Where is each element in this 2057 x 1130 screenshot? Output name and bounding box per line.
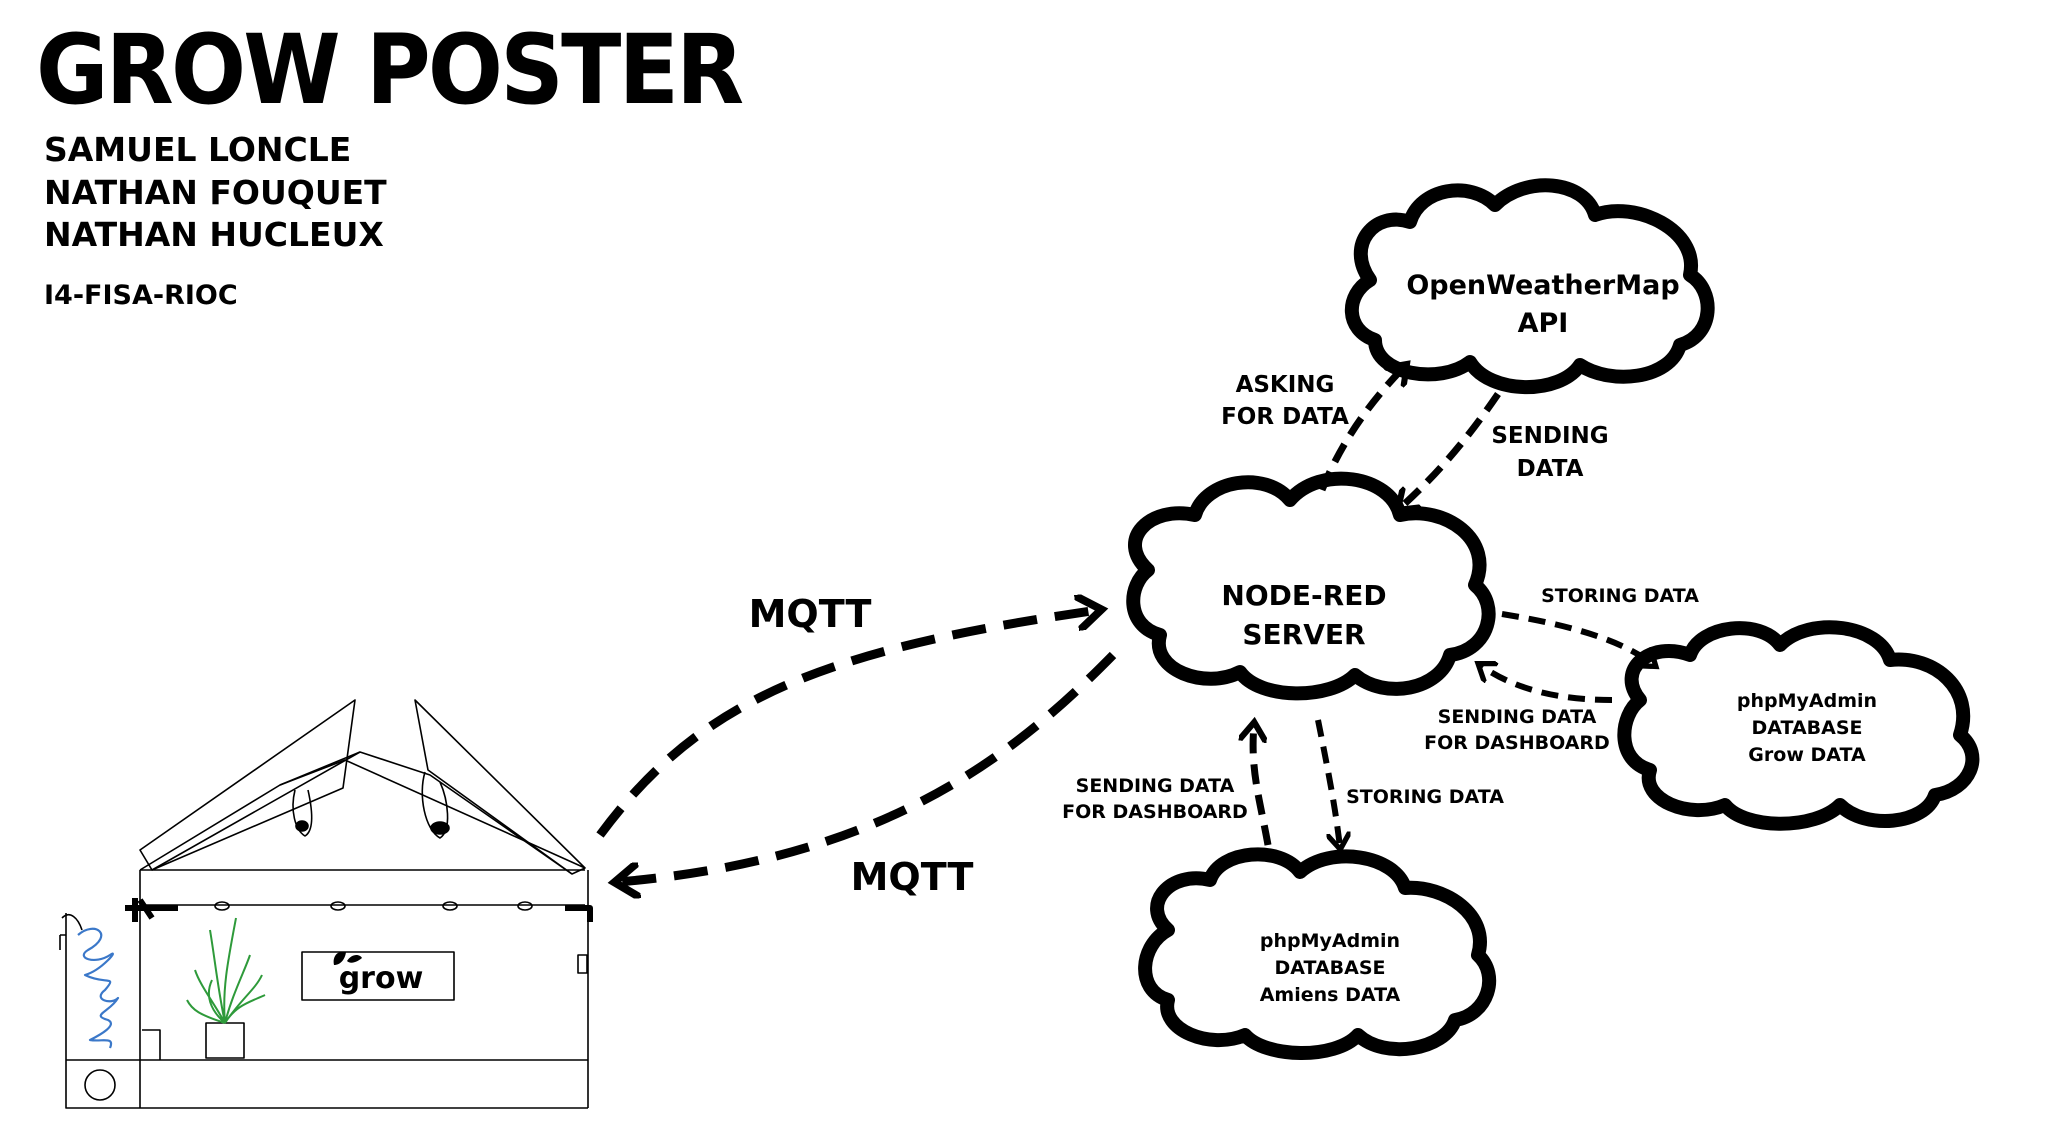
sending-grow-arrow: [1480, 665, 1613, 703]
db-grow-cloud: phpMyAdmin DATABASE Grow DATA: [1617, 620, 1980, 831]
mqtt-up-arrow: [596, 610, 1098, 838]
db-grow-label-3: Grow DATA: [1748, 744, 1866, 766]
db-amiens-label-2: DATABASE: [1274, 957, 1385, 979]
author-2: NATHAN FOUQUET: [44, 173, 387, 212]
roof-panel-left: [139, 699, 356, 871]
sending-arrow: [1400, 392, 1501, 508]
poster-title: GROW POSTER: [36, 14, 744, 126]
openweathermap-cloud: OpenWeatherMap API: [1344, 178, 1715, 395]
asking-label-2: FOR DATA: [1221, 404, 1349, 430]
db-grow-label-2: DATABASE: [1751, 717, 1862, 739]
grow-logo: grow: [333, 951, 424, 996]
sending-amiens-label-1: SENDING DATA: [1076, 775, 1235, 797]
db-amiens-label-1: phpMyAdmin: [1260, 930, 1400, 952]
storing-grow-arrow: [1501, 611, 1654, 665]
sending-amiens-label-2: FOR DASHBOARD: [1062, 801, 1248, 823]
author-3: NATHAN HUCLEUX: [44, 215, 384, 254]
db-amiens-label-3: Amiens DATA: [1260, 984, 1401, 1006]
group-label: I4-FISA-RIOC: [44, 280, 238, 311]
db-amiens-cloud: phpMyAdmin DATABASE Amiens DATA: [1138, 847, 1497, 1060]
nodered-label-1: NODE-RED: [1221, 579, 1386, 612]
storing-amiens-label: STORING DATA: [1346, 786, 1504, 808]
sending-label-2: DATA: [1517, 456, 1584, 482]
grow-logo-text: grow: [339, 961, 424, 996]
greenhouse-drawing: [59, 699, 593, 1109]
asking-arrow: [1318, 366, 1405, 492]
db-grow-label-1: phpMyAdmin: [1737, 690, 1877, 712]
openweathermap-label-2: API: [1518, 308, 1569, 339]
roof-panel-right: [414, 699, 586, 875]
storing-amiens-arrow: [1315, 719, 1340, 847]
nodered-cloud: NODE-RED SERVER: [1126, 471, 1496, 701]
asking-label-1: ASKING: [1236, 372, 1335, 398]
mqtt-down-arrow: [618, 651, 1117, 882]
mqtt-down-label: MQTT: [851, 855, 974, 899]
sending-amiens-arrow: [1253, 725, 1272, 846]
grow-sign: [301, 951, 455, 1001]
openweathermap-label-1: OpenWeatherMap: [1406, 270, 1679, 301]
storing-grow-label: STORING DATA: [1541, 585, 1699, 607]
nodered-label-2: SERVER: [1242, 618, 1365, 651]
sending-grow-label-2: FOR DASHBOARD: [1424, 732, 1610, 754]
mqtt-up-label: MQTT: [749, 592, 872, 636]
author-1: SAMUEL LONCLE: [44, 130, 352, 169]
sending-label-1: SENDING: [1491, 423, 1608, 449]
sending-grow-label-1: SENDING DATA: [1438, 706, 1597, 728]
